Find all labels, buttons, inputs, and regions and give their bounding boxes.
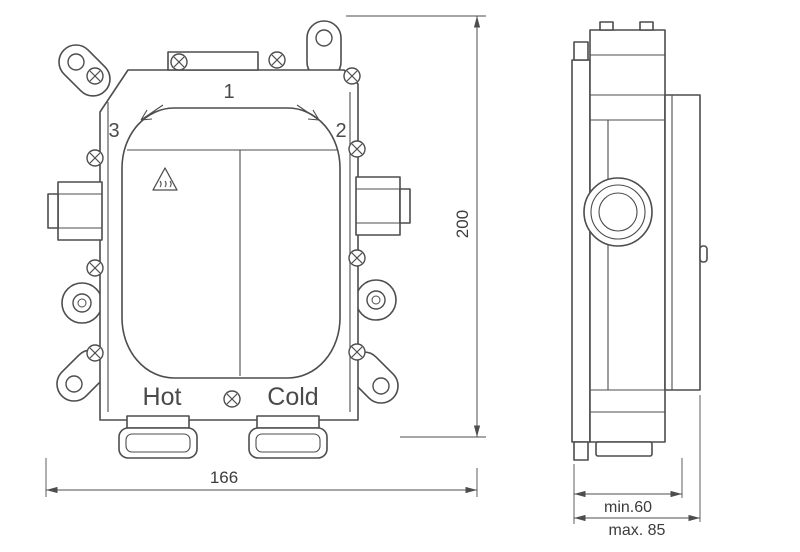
flange-ear-top	[573, 41, 589, 61]
hot-surface-warning-icon	[152, 167, 178, 191]
back-nub	[699, 245, 708, 263]
cold-inlet-port	[248, 415, 328, 459]
flange-ear-bottom	[573, 441, 589, 461]
hot-inlet-port	[118, 415, 198, 459]
phillips-screw-icon	[223, 390, 241, 408]
phillips-screw-icon	[86, 67, 104, 85]
max-depth-label: max. 85	[609, 522, 666, 539]
mounting-hole-left	[61, 282, 103, 324]
cold-label: Cold	[267, 383, 318, 411]
hot-label: Hot	[143, 383, 182, 411]
valve-body	[121, 107, 341, 379]
phillips-screw-icon	[86, 149, 104, 167]
dimension-width: 166	[45, 458, 478, 497]
rotation-arrow-right-icon	[296, 104, 320, 121]
width-dimension-label: 166	[210, 468, 238, 487]
phillips-screw-icon	[268, 51, 286, 69]
back-box	[664, 94, 701, 391]
position-label-2: 2	[335, 120, 346, 142]
phillips-screw-icon	[348, 343, 366, 361]
min-depth-label: min.60	[604, 499, 652, 516]
position-label-3: 3	[108, 120, 119, 142]
top-center-tab	[167, 51, 259, 71]
phillips-screw-icon	[343, 67, 361, 85]
rotation-arrow-left-icon	[140, 104, 164, 121]
side-port-left	[47, 181, 103, 241]
side-port-opening	[583, 177, 653, 247]
top-bolt-right	[639, 21, 654, 31]
mounting-hole-right	[355, 279, 397, 321]
phillips-screw-icon	[348, 249, 366, 267]
position-label-1: 1	[223, 81, 234, 103]
top-bolt-left	[599, 21, 614, 31]
side-view	[571, 21, 708, 461]
phillips-screw-icon	[348, 140, 366, 158]
phillips-screw-icon	[86, 259, 104, 277]
mounting-tab-top-left	[51, 37, 118, 104]
dimension-depth: min.60 max. 85	[573, 395, 701, 539]
front-view: 1 3 2 Hot Cold	[47, 20, 411, 459]
phillips-screw-icon	[170, 53, 188, 71]
bottom-boss	[595, 441, 653, 457]
flange-edge	[571, 59, 591, 443]
height-dimension-label: 200	[453, 210, 472, 238]
dimension-height: 200	[346, 15, 486, 438]
side-port-right	[355, 176, 411, 236]
phillips-screw-icon	[86, 344, 104, 362]
